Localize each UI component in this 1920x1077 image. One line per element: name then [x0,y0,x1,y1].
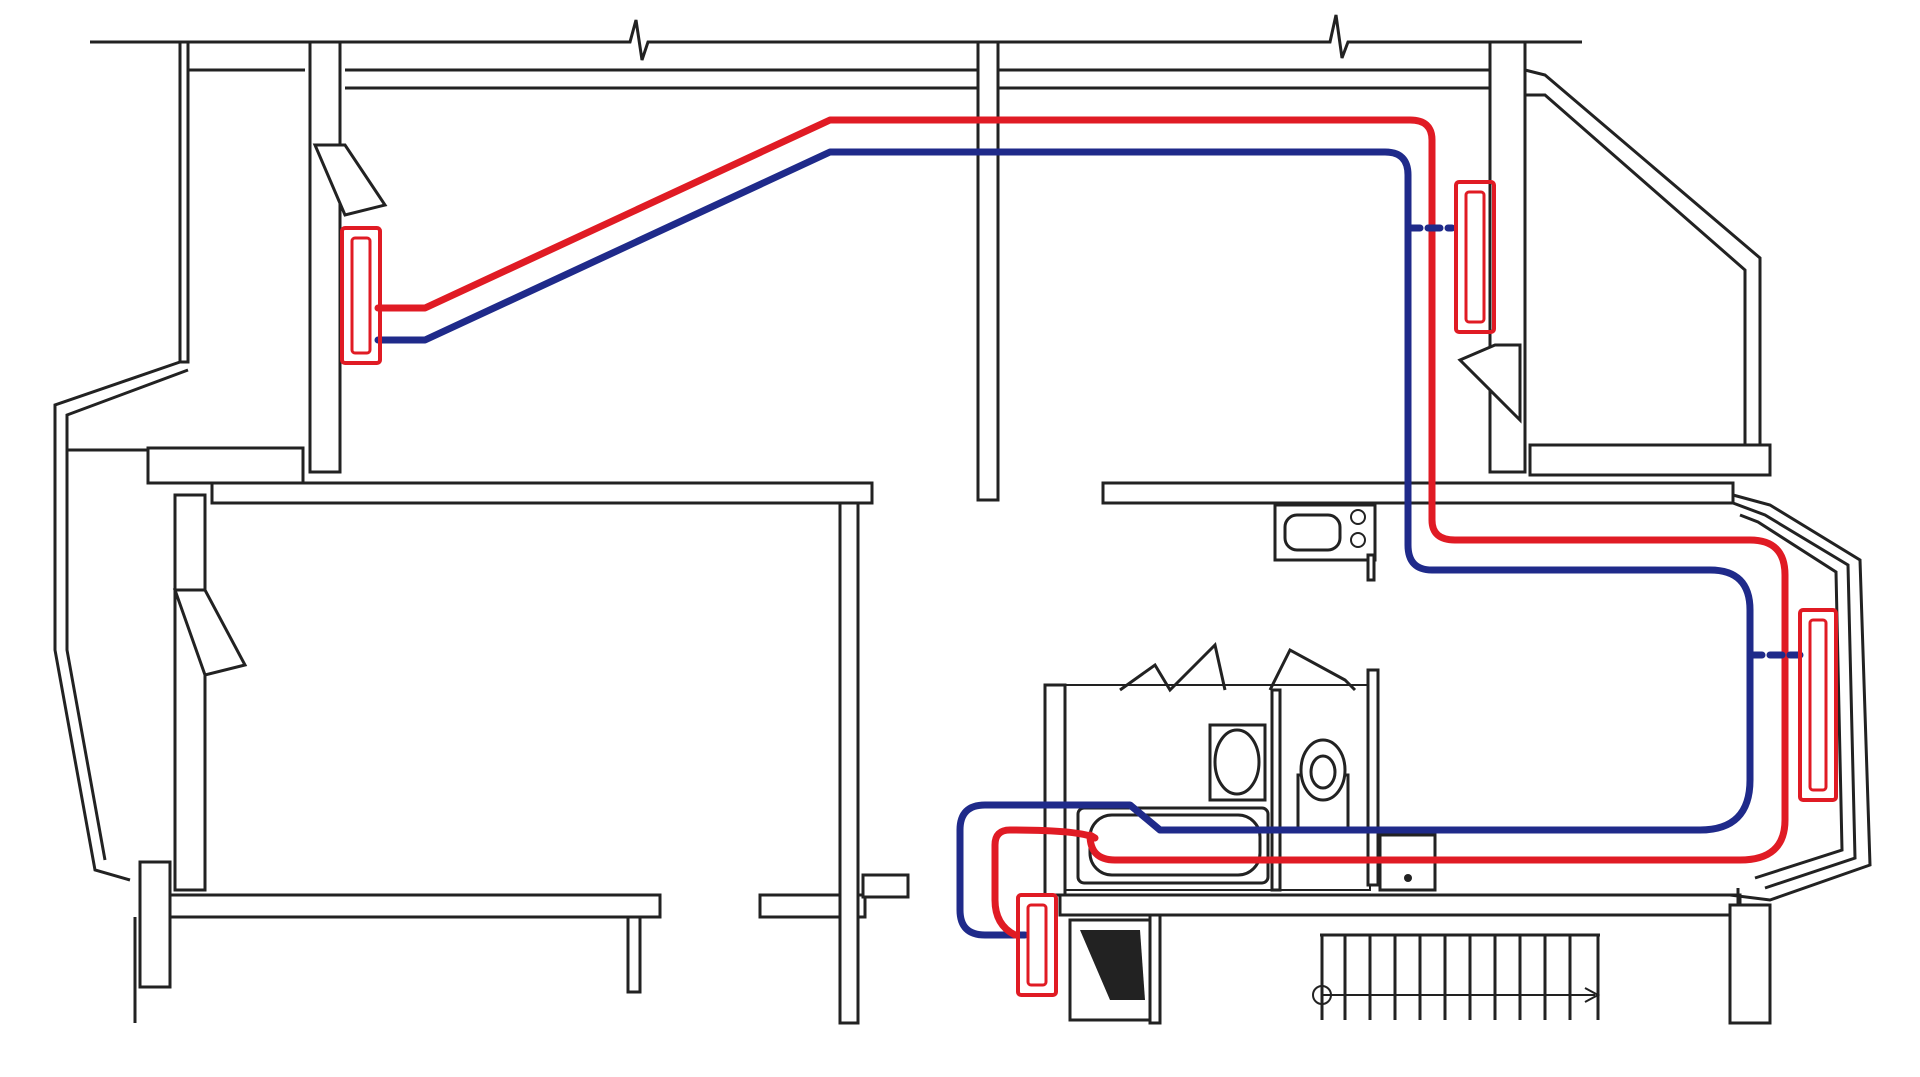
boiler-icon [1068,913,1162,1025]
left-upper-walls [53,40,874,892]
bathtub-icon [1076,806,1270,885]
door-swing-icon [172,143,388,677]
radiator-icon [1798,608,1838,802]
return-pipe [374,148,1754,939]
door-swing-icon [1457,343,1522,424]
toilet-icon [1296,738,1350,832]
radiator-icon [340,226,382,365]
right-upper-walls [1101,40,1772,505]
stove-icon [1273,503,1377,582]
stairs-icon [1312,933,1601,1020]
central-column [976,40,1000,502]
right-lower-bay-walls [1728,493,1872,1025]
lower-walls [133,501,910,1025]
sink-icon [1208,723,1267,802]
radiator-icon [1454,180,1496,334]
radiator-icon [1016,893,1058,997]
supply-pipe [374,116,1789,939]
